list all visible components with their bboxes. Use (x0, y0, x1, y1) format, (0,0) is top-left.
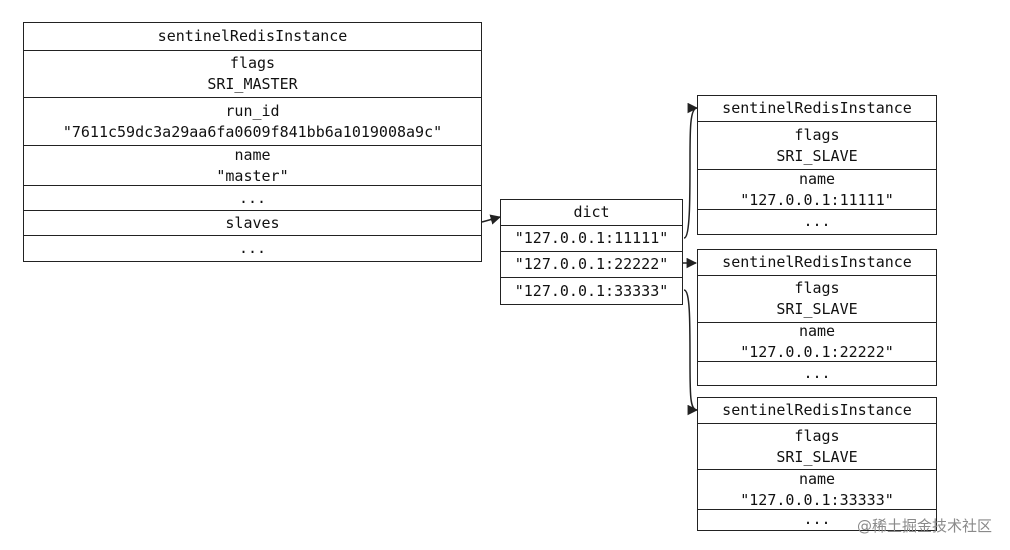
master-name-value: "master" (216, 166, 289, 185)
slave-instance-title: sentinelRedisInstance (698, 96, 936, 122)
slave-name-value: "127.0.0.1:33333" (740, 490, 894, 509)
slave-ellipsis-row: ... (803, 510, 831, 528)
slave-name-value: "127.0.0.1:22222" (740, 343, 894, 361)
slaves-to-dict-arrow (481, 214, 502, 225)
dict-key: "127.0.0.1:33333" (514, 281, 669, 300)
slave-flags-value: SRI_SLAVE (776, 146, 858, 165)
master-run-id-label: run_id (225, 101, 280, 120)
slave-flags-label: flags (794, 125, 840, 144)
slave-flags-field: flags SRI_SLAVE (698, 122, 936, 170)
dict-key: "127.0.0.1:22222" (501, 252, 682, 278)
slave-name-label: name (798, 322, 836, 340)
dict-key3-to-slave3-arrow (683, 289, 699, 416)
slave-name-field: name "127.0.0.1:11111" (698, 170, 936, 210)
slave-name-field: name "127.0.0.1:22222" (698, 322, 936, 362)
slave-ellipsis-row: ... (803, 363, 831, 382)
dict-title: dict (501, 200, 682, 226)
master-name-label: name (234, 145, 271, 164)
master-instance-title: sentinelRedisInstance (24, 23, 481, 51)
slave-flags-field: flags SRI_SLAVE (698, 276, 936, 323)
watermark-text: @稀土掘金技术社区 (856, 517, 992, 535)
master-name-field: name "master" (24, 146, 481, 186)
slave-instance-box: sentinelRedisInstance flags SRI_SLAVE na… (697, 95, 937, 235)
slave-flags-label: flags (794, 279, 840, 297)
dict-key: "127.0.0.1:11111" (501, 226, 682, 252)
master-ellipsis-row-2: ... (238, 238, 267, 257)
master-instance-box: sentinelRedisInstance flags SRI_MASTER r… (23, 22, 482, 262)
slave-name-label: name (798, 469, 836, 488)
slave-instance-title: sentinelRedisInstance (698, 250, 936, 276)
slave-flags-label: flags (794, 426, 840, 445)
master-ellipsis-row: ... (24, 186, 481, 211)
master-flags-field: flags SRI_MASTER (24, 51, 481, 98)
master-slaves-field: slaves (24, 211, 481, 236)
slave-name-label: name (798, 169, 836, 188)
slave-flags-value: SRI_SLAVE (776, 300, 858, 318)
master-flags-label: flags (229, 54, 276, 72)
slave-instance-title: sentinelRedisInstance (698, 398, 936, 424)
slave-instance-box: sentinelRedisInstance flags SRI_SLAVE na… (697, 249, 937, 386)
dict-box: dict "127.0.0.1:11111" "127.0.0.1:22222"… (500, 199, 683, 305)
master-flags-value: SRI_MASTER (207, 75, 298, 93)
slave-name-value: "127.0.0.1:11111" (740, 190, 894, 209)
slave-ellipsis-row: ... (803, 212, 831, 230)
slave-name-field: name "127.0.0.1:33333" (698, 470, 936, 510)
master-run-id-value: "7611c59dc3a29aa6fa0609f841bb6a1019008a9… (62, 122, 443, 141)
slave-flags-value: SRI_SLAVE (776, 447, 858, 466)
master-run-id-field: run_id "7611c59dc3a29aa6fa0609f841bb6a10… (24, 98, 481, 146)
slave-flags-field: flags SRI_SLAVE (698, 424, 936, 470)
slave-instance-box: sentinelRedisInstance flags SRI_SLAVE na… (697, 397, 937, 531)
dict-key1-to-slave1-arrow (683, 102, 699, 239)
